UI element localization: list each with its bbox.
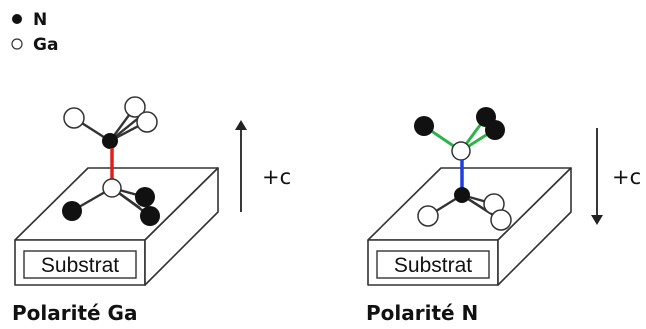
- ga-atom: [63, 107, 85, 129]
- legend-n-label: N: [33, 10, 47, 30]
- substrate-block: Substrat: [14, 167, 219, 286]
- substrate-label: Substrat: [41, 254, 119, 277]
- ga-atom: [102, 178, 122, 198]
- atom-cluster: [414, 107, 512, 231]
- n-atom: [102, 133, 118, 149]
- c-axis-label: +c: [262, 165, 291, 189]
- panel-caption: Polarité N: [366, 301, 478, 325]
- n-atom: [454, 187, 470, 203]
- substrate-side-face: [144, 167, 219, 286]
- legend-ga-label: Ga: [33, 35, 58, 55]
- substrate-label-box: [376, 250, 490, 279]
- ga-atom: [490, 209, 512, 231]
- legend-n-dot: [12, 14, 22, 24]
- ga-atom: [417, 205, 439, 227]
- n-atom: [62, 201, 82, 221]
- substrate-block: Substrat: [367, 167, 572, 286]
- substrate-label-box: [23, 250, 137, 279]
- panel-n-polarity: Substrat +c Polarité N: [366, 107, 641, 325]
- n-atom: [140, 206, 160, 226]
- c-axis-label: +c: [612, 165, 641, 189]
- ga-atom: [451, 141, 471, 161]
- panel-ga-polarity: Substrat +c Polarité Ga: [12, 96, 291, 325]
- ga-atom: [124, 96, 146, 118]
- n-atom: [135, 187, 155, 207]
- legend: N Ga: [11, 10, 58, 55]
- panel-caption: Polarité Ga: [12, 301, 137, 325]
- substrate-side-face: [497, 167, 572, 286]
- atom-cluster: [62, 96, 160, 226]
- legend-ga-dot: [11, 38, 23, 50]
- substrate-label: Substrat: [394, 254, 472, 277]
- n-atom: [485, 120, 505, 140]
- n-atom: [414, 116, 434, 136]
- ga-atom: [136, 111, 158, 133]
